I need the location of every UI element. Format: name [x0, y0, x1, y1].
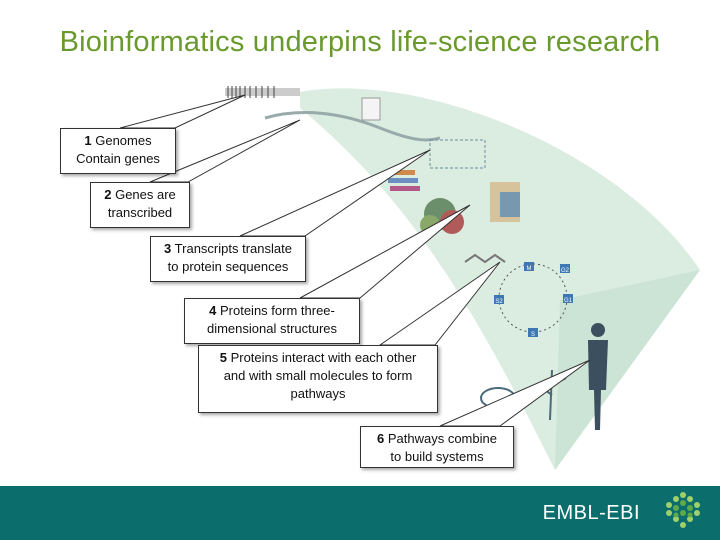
callout-text: Transcripts translate	[174, 241, 292, 256]
human-figure-icon	[588, 323, 608, 430]
brand-name: EMBL-EBI	[542, 502, 640, 524]
callout-number: 2	[104, 187, 112, 202]
callout-text: to build systems	[390, 449, 484, 464]
callout-number: 4	[209, 303, 217, 318]
transcript-icon	[385, 170, 420, 191]
pathway-node-label: S	[531, 332, 535, 338]
callout-number: 1	[84, 133, 92, 148]
lattice-icon	[429, 139, 520, 222]
pathway-cycle	[494, 262, 573, 337]
footer-bar	[0, 486, 720, 540]
callout-text: and with small molecules to form	[223, 368, 413, 383]
callout-number: 5	[219, 350, 227, 365]
pathway-node-label: G1	[564, 298, 573, 304]
callout-pathways: 5 Proteins interact with each other and …	[198, 345, 438, 413]
callout-text: pathways	[290, 386, 346, 401]
callout-number: 6	[377, 431, 385, 446]
slide-title: Bioinformatics underpins life-science re…	[59, 26, 661, 58]
pathway-node-label: S2	[495, 299, 503, 305]
embl-ebi-logo	[666, 492, 700, 528]
callout-text: transcribed	[107, 205, 173, 220]
callout-text: Genes are	[115, 187, 176, 202]
callout-text: to protein sequences	[167, 259, 289, 274]
callout-text: Genomes	[95, 133, 152, 148]
pathway-node-label: G2	[561, 268, 570, 274]
molecule-chain	[464, 253, 506, 264]
dna-strand	[264, 111, 441, 142]
callout-transcribed: 2 Genes are transcribed	[90, 182, 190, 228]
callout-translate: 3 Transcripts translate to protein seque…	[150, 236, 306, 282]
pathway-node-label: M	[527, 266, 532, 272]
callout-text: dimensional structures	[206, 321, 338, 336]
band-shadow	[555, 270, 700, 470]
genome-strip	[225, 86, 300, 98]
callout-number: 3	[164, 241, 172, 256]
callout-text: Contain genes	[76, 151, 160, 166]
callout-genomes: 1 Genomes Contain genes	[60, 128, 176, 174]
callout-structures: 4 Proteins form three- dimensional struc…	[184, 298, 360, 344]
callout-text: Proteins form three-	[219, 303, 335, 318]
callout-1-pointer	[119, 94, 246, 129]
callout-text: Proteins interact with each other	[230, 350, 417, 365]
callout-text: Pathways combine	[387, 431, 497, 446]
document-icon	[361, 97, 381, 121]
callout-systems: 6 Pathways combine to build systems	[360, 426, 514, 468]
